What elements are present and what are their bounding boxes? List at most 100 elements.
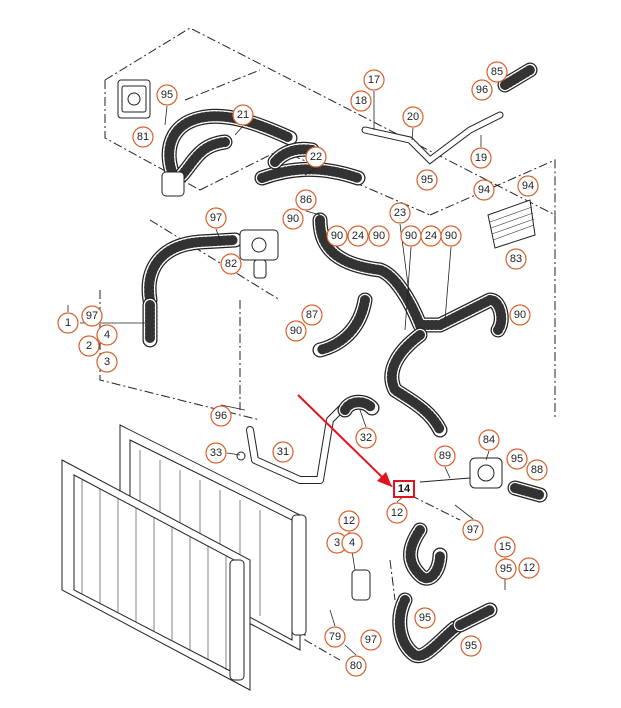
callout-circle — [473, 179, 495, 201]
callout-number: 4 — [349, 537, 355, 549]
callout-3[interactable]: 3 — [326, 532, 348, 554]
callout-95[interactable]: 95 — [460, 635, 482, 657]
callout-number: 97 — [365, 634, 377, 646]
callout-circle — [518, 557, 540, 579]
callout-12[interactable]: 12 — [338, 510, 360, 532]
callout-22[interactable]: 22 — [305, 146, 327, 168]
callout-circle — [232, 104, 254, 126]
callout-95[interactable]: 95 — [156, 84, 178, 106]
callout-96[interactable]: 96 — [210, 405, 232, 427]
callout-95[interactable]: 95 — [416, 169, 438, 191]
left-hose-assembly — [141, 229, 279, 348]
callout-number: 85 — [491, 66, 503, 78]
callout-circle — [96, 351, 118, 373]
callout-19[interactable]: 19 — [470, 147, 492, 169]
callout-number: 90 — [514, 309, 526, 321]
callout-90[interactable]: 90 — [282, 208, 304, 230]
callout-95[interactable]: 95 — [506, 448, 528, 470]
callout-97[interactable]: 97 — [360, 629, 382, 651]
callout-32[interactable]: 32 — [355, 427, 377, 449]
callout-90[interactable]: 90 — [400, 225, 422, 247]
callout-20[interactable]: 20 — [402, 106, 424, 128]
callout-97[interactable]: 97 — [205, 207, 227, 229]
callout-number: 21 — [237, 109, 249, 121]
callout-23[interactable]: 23 — [389, 202, 411, 224]
callout-4[interactable]: 4 — [96, 324, 118, 346]
callout-number: 90 — [373, 230, 385, 242]
callout-number: 95 — [421, 174, 433, 186]
callout-24[interactable]: 24 — [347, 225, 369, 247]
callout-circle — [526, 459, 548, 481]
callout-90[interactable]: 90 — [509, 304, 531, 326]
callout-83[interactable]: 83 — [505, 248, 527, 270]
callout-18[interactable]: 18 — [350, 90, 372, 112]
callout-94[interactable]: 94 — [473, 179, 495, 201]
callout-33[interactable]: 33 — [205, 442, 227, 464]
callout-circle — [505, 248, 527, 270]
callout-80[interactable]: 80 — [345, 655, 367, 677]
highlighted-callout-label: 14 — [398, 483, 411, 495]
radiator-front — [61, 459, 307, 691]
callout-79[interactable]: 79 — [324, 626, 346, 648]
callout-21[interactable]: 21 — [232, 104, 254, 126]
center-hose-network — [312, 212, 509, 438]
callout-97[interactable]: 97 — [81, 305, 103, 327]
callout-number: 17 — [368, 74, 380, 86]
callout-31[interactable]: 31 — [272, 441, 294, 463]
callout-number: 89 — [439, 450, 451, 462]
callout-circle — [440, 225, 462, 247]
callout-number: 96 — [215, 410, 227, 422]
callout-1[interactable]: 1 — [57, 312, 79, 334]
callout-circle — [386, 502, 408, 524]
callout-90[interactable]: 90 — [285, 320, 307, 342]
highlighted-callout[interactable]: 14 — [393, 480, 415, 498]
callout-87[interactable]: 87 — [301, 304, 323, 326]
callout-15[interactable]: 15 — [494, 536, 516, 558]
callout-94[interactable]: 94 — [517, 175, 539, 197]
callout-97[interactable]: 97 — [462, 519, 484, 541]
callout-86[interactable]: 86 — [295, 189, 317, 211]
callout-85[interactable]: 85 — [486, 61, 508, 83]
callout-4[interactable]: 4 — [341, 532, 363, 554]
callout-90[interactable]: 90 — [440, 225, 462, 247]
callout-number: 24 — [352, 230, 364, 242]
callout-96[interactable]: 96 — [471, 79, 493, 101]
callout-3[interactable]: 3 — [96, 351, 118, 373]
callout-17[interactable]: 17 — [363, 69, 385, 91]
callout-circle — [345, 655, 367, 677]
callout-95[interactable]: 95 — [414, 607, 436, 629]
callout-2[interactable]: 2 — [78, 335, 100, 357]
callout-number: 90 — [290, 325, 302, 337]
callout-number: 95 — [465, 640, 477, 652]
callout-90[interactable]: 90 — [368, 225, 390, 247]
callout-90[interactable]: 90 — [326, 225, 348, 247]
callout-circle — [205, 207, 227, 229]
callout-81[interactable]: 81 — [132, 126, 154, 148]
callout-number: 19 — [475, 152, 487, 164]
callout-circle — [282, 208, 304, 230]
callout-89[interactable]: 89 — [434, 445, 456, 467]
callout-24[interactable]: 24 — [420, 225, 442, 247]
callout-circle — [295, 189, 317, 211]
upper-hoses — [161, 62, 538, 197]
callout-circle — [338, 510, 360, 532]
callout-82[interactable]: 82 — [220, 253, 242, 275]
callout-number: 2 — [86, 340, 92, 352]
oil-cooler-housing — [117, 79, 151, 119]
callout-12[interactable]: 12 — [386, 502, 408, 524]
callout-number: 90 — [445, 230, 457, 242]
callout-number: 82 — [225, 258, 237, 270]
callout-88[interactable]: 88 — [526, 459, 548, 481]
callout-number: 31 — [277, 446, 289, 458]
callout-circle — [57, 312, 79, 334]
callout-circle — [368, 225, 390, 247]
callout-circle — [389, 202, 411, 224]
callout-circle — [210, 405, 232, 427]
callout-12[interactable]: 12 — [518, 557, 540, 579]
callout-95[interactable]: 95 — [495, 558, 517, 580]
callout-number: 12 — [391, 507, 403, 519]
callout-number: 97 — [467, 524, 479, 536]
callout-84[interactable]: 84 — [478, 429, 500, 451]
callout-circle — [324, 626, 346, 648]
callout-circle — [220, 253, 242, 275]
